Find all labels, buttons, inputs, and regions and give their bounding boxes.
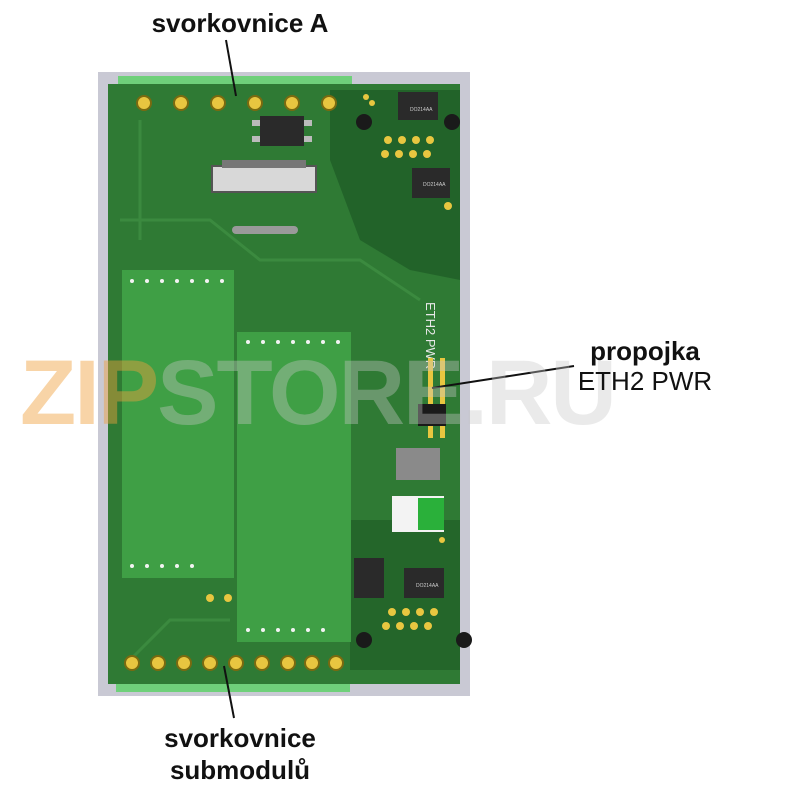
mount-hole	[356, 632, 372, 648]
submodule-left	[122, 270, 234, 578]
component-marking: DO214AA	[410, 107, 433, 113]
label-submodule-line1: svorkovnice	[164, 723, 316, 753]
submodule-right	[237, 332, 351, 642]
diode	[412, 168, 450, 198]
ic-chip	[260, 116, 304, 146]
diode	[396, 448, 440, 480]
component-marking: DO214AA	[416, 583, 439, 589]
trace	[128, 618, 230, 662]
label-jumper: propojka ETH2 PWR	[520, 336, 770, 396]
mount-hole	[444, 114, 460, 130]
label-jumper-line2: ETH2 PWR	[577, 366, 713, 396]
terminal-strip-top	[118, 76, 352, 86]
leader-jumper	[431, 365, 575, 389]
leader-terminal-a	[225, 39, 237, 97]
label-jumper-line1: propojka	[590, 336, 700, 366]
terminal-a-pads	[136, 95, 337, 111]
component-marking: DO214AA	[423, 182, 446, 188]
mount-hole	[356, 114, 372, 130]
watermark-rest: STORE.RU	[157, 342, 617, 444]
leader-submodule	[223, 665, 235, 719]
label-submodule-line2: submodulů	[169, 755, 311, 785]
silkscreen-eth2-pwr: ETH2 PWR	[423, 302, 438, 369]
fpc-connector	[211, 165, 317, 193]
submodule-terminal-pads	[124, 655, 344, 671]
trace	[120, 120, 421, 302]
diode	[404, 568, 444, 598]
diode	[354, 558, 384, 598]
watermark-accent: ZIP	[20, 342, 159, 444]
mount-hole	[456, 632, 472, 648]
label-submodule-terminal: svorkovnice submodulů	[120, 722, 360, 786]
label-terminal-a: svorkovnice A	[151, 8, 329, 38]
jumper	[418, 358, 446, 438]
watermark: ZIPSTORE.RU	[20, 347, 780, 439]
terminal-strip-bottom	[116, 682, 350, 692]
diode	[398, 92, 438, 120]
